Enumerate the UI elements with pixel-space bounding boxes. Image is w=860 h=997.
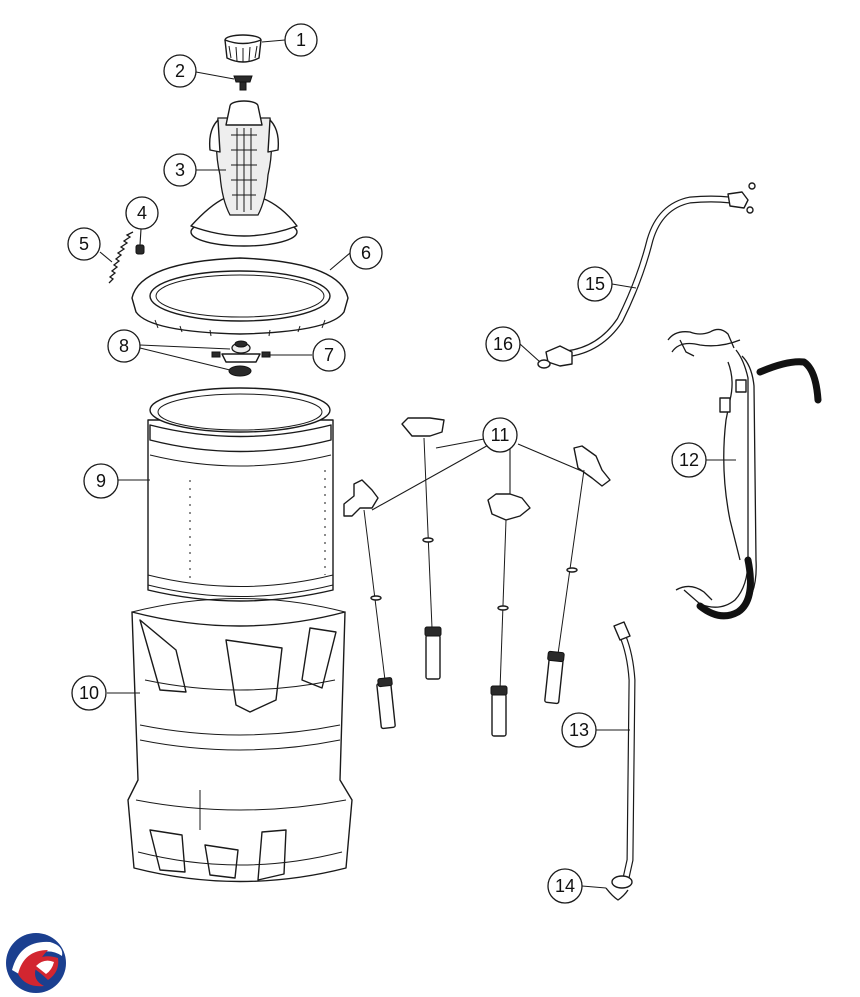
part-13-drain-tube: [613, 621, 636, 882]
callout-16-label: 16: [493, 334, 513, 354]
callout-2-label: 2: [175, 61, 185, 81]
callout-1-label: 1: [296, 30, 306, 50]
part-12-wire-harness: [667, 328, 822, 620]
callout-5-label: 5: [79, 234, 89, 254]
callout-6-label: 6: [361, 243, 371, 263]
callout-13: 13: [561, 712, 597, 748]
callout-14: 14: [547, 868, 583, 904]
part-3-impeller: [190, 100, 298, 247]
callout-8-label: 8: [119, 336, 129, 356]
callout-8: 8: [107, 329, 141, 363]
callout-2: 2: [163, 54, 197, 88]
callout-16: 16: [485, 326, 521, 362]
callout-15: 15: [577, 266, 613, 302]
callout-11-label: 11: [491, 425, 510, 445]
callout-9: 9: [83, 463, 119, 499]
callout-9-label: 9: [96, 471, 106, 491]
callout-4: 4: [125, 196, 159, 230]
part-1-agitator-cap: [224, 34, 262, 63]
part-14-hose-clamp: [605, 875, 633, 901]
callout-15-label: 15: [585, 274, 605, 294]
part-15-fill-hose: [545, 182, 756, 367]
callout-7-label: 7: [324, 345, 334, 365]
callout-1: 1: [284, 23, 318, 57]
callout-5: 5: [67, 227, 101, 261]
part-2-bolt: [233, 75, 253, 91]
part-11-suspension-rods: [343, 417, 611, 737]
callout-11: 11: [482, 417, 518, 453]
callout-10-label: 10: [79, 683, 99, 703]
callout-13-label: 13: [569, 720, 589, 740]
part-10-outer-tub: [127, 598, 353, 883]
part-8-gasket: [228, 340, 252, 377]
part-9-inner-tub: [147, 387, 334, 602]
callout-6: 6: [349, 236, 383, 270]
part-6-balance-ring: [131, 257, 349, 337]
part-16-nut: [537, 359, 551, 369]
callout-4-label: 4: [137, 203, 147, 223]
callout-3-label: 3: [175, 160, 185, 180]
callout-10: 10: [71, 675, 107, 711]
callout-3: 3: [163, 153, 197, 187]
callout-14-label: 14: [555, 876, 575, 896]
brand-swirl-logo: [6, 933, 66, 993]
part-4-clip: [135, 244, 145, 255]
callout-12-label: 12: [679, 450, 699, 470]
callout-7: 7: [312, 338, 346, 372]
callout-12: 12: [671, 442, 707, 478]
part-5-spring: [108, 231, 134, 284]
